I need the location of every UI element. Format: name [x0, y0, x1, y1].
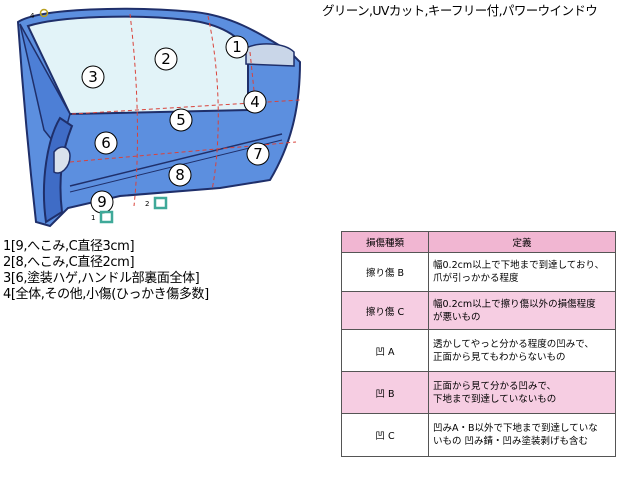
svg-text:5: 5: [176, 111, 186, 129]
table-row: 擦り傷 B 幅0.2cm以上で下地まで到達しており、爪が引っかかる程度: [341, 252, 616, 292]
damage-notes: 1[9,へこみ,C直径3cm] 2[8,へこみ,C直径2cm] 3[6,塗装ハゲ…: [3, 239, 209, 303]
svg-text:7: 7: [253, 145, 263, 163]
door-mirror: [245, 43, 295, 67]
damage-note: 3[6,塗装ハゲ,ハンドル部裏面全体]: [3, 271, 200, 286]
damage-definition: 幅0.2cm以上で下地まで到達しており、爪が引っかかる程度: [428, 252, 616, 292]
marker-8: 8: [168, 163, 192, 187]
marker-4: 4: [243, 90, 267, 114]
damage-note: 1[9,へこみ,C直径3cm]: [3, 239, 135, 254]
marker-3: 3: [81, 65, 105, 89]
svg-text:4: 4: [30, 12, 35, 20]
damage-type: 擦り傷 B: [341, 252, 429, 292]
svg-text:3: 3: [88, 68, 98, 86]
door-diagram: 1 2 3 4 5 6 7 8 9 4 1 2: [0, 0, 310, 230]
svg-text:8: 8: [175, 166, 185, 184]
damage-note: 2[8,へこみ,C直径2cm]: [3, 255, 135, 270]
table-row: 凹 A 透かしてやっと分かる程度の凹みで、正面から見てもわからないもの: [341, 329, 616, 372]
damage-type: 凹 B: [341, 371, 429, 414]
pin-2: 2: [145, 196, 168, 210]
marker-1: 1: [225, 35, 249, 59]
marker-6: 6: [94, 131, 118, 155]
damage-definition: 正面から見て分かる凹みで、下地まで到達していないもの: [428, 371, 616, 414]
damage-legend-table: 損傷種類 定義 擦り傷 B 幅0.2cm以上で下地まで到達しており、爪が引っかか…: [341, 231, 616, 457]
damage-type: 凹 C: [341, 413, 429, 457]
pin-1: 1: [91, 210, 114, 224]
pin-4: 4: [30, 8, 49, 20]
svg-text:4: 4: [250, 93, 260, 111]
marker-7: 7: [246, 142, 270, 166]
marker-9: 9: [90, 190, 114, 214]
svg-text:2: 2: [161, 50, 171, 68]
table-row: 擦り傷 C 幅0.2cm以上で擦り傷以外の損傷程度が悪いもの: [341, 291, 616, 330]
damage-note: 4[全体,その他,小傷(ひっかき傷多数]: [3, 287, 209, 302]
vehicle-spec-caption: グリーン,UVカット,キーフリー付,パワーウインドウ: [322, 3, 598, 18]
table-row: 凹 C 凹みA・B以外で下地まで到達していないもの 凹み錆・凹み塗装剥げも含む: [341, 413, 616, 457]
svg-text:1: 1: [91, 214, 95, 222]
svg-text:9: 9: [97, 193, 107, 211]
damage-type: 凹 A: [341, 329, 429, 372]
damage-definition: 凹みA・B以外で下地まで到達していないもの 凹み錆・凹み塗装剥げも含む: [428, 413, 616, 457]
table-row: 凹 B 正面から見て分かる凹みで、下地まで到達していないもの: [341, 371, 616, 414]
legend-header-definition: 定義: [428, 231, 616, 253]
marker-2: 2: [154, 47, 178, 71]
damage-definition: 透かしてやっと分かる程度の凹みで、正面から見てもわからないもの: [428, 329, 616, 372]
door-handle: [53, 146, 71, 174]
legend-header-row: 損傷種類 定義: [341, 231, 616, 253]
damage-definition: 幅0.2cm以上で擦り傷以外の損傷程度が悪いもの: [428, 291, 616, 330]
svg-text:2: 2: [145, 200, 149, 208]
marker-5: 5: [169, 108, 193, 132]
svg-text:1: 1: [232, 38, 242, 56]
damage-markers: 1 2 3 4 5 6 7 8 9: [81, 35, 270, 214]
damage-type: 擦り傷 C: [341, 291, 429, 330]
legend-header-type: 損傷種類: [341, 231, 429, 253]
svg-text:6: 6: [101, 134, 111, 152]
